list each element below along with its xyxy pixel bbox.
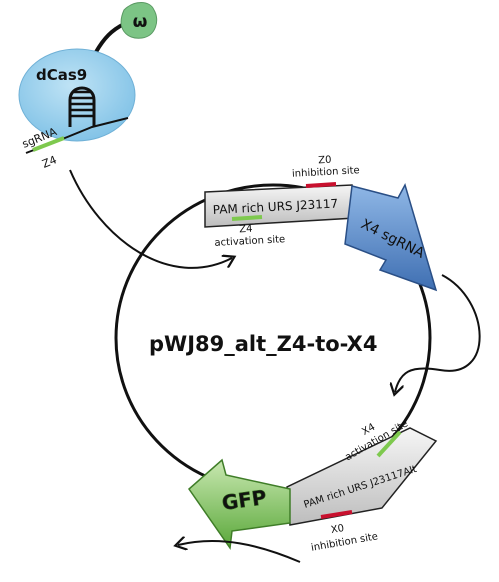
binding-arrow xyxy=(69,169,232,269)
z0-inhibition-label-1: Z0 xyxy=(318,155,332,167)
plasmid-name: pWJ89_alt_Z4-to-X4 xyxy=(149,332,377,356)
omega-subunit xyxy=(120,2,158,39)
sgrna-hairpin xyxy=(68,86,96,127)
bottom-inhibition-site xyxy=(320,510,353,519)
linker-line xyxy=(94,22,125,53)
gfp-gene: GFP xyxy=(188,458,291,551)
target-dna-z4 xyxy=(32,136,65,152)
x4-sgrna-gene: X4 sgRNA xyxy=(344,183,438,292)
omega-label: ω xyxy=(133,12,148,32)
hairpin-rungs xyxy=(71,90,93,118)
expression-arrow xyxy=(395,274,481,392)
z4-label: Z4 xyxy=(40,153,58,171)
dcas9-protein xyxy=(18,48,136,142)
x0-inhibition-label-2: inhibition site xyxy=(310,531,379,554)
z4-activation-label-2: activation site xyxy=(214,234,285,249)
bottom-activation-site xyxy=(376,430,402,458)
dcas9-label: dCas9 xyxy=(36,66,87,84)
z4-activation-label-1: Z4 xyxy=(239,224,253,236)
gfp-label: GFP xyxy=(220,485,268,515)
dcas9-complex: ω dCas9 sgRNA Z4 xyxy=(18,2,158,171)
top-promoter-label: PAM rich URS J23117 xyxy=(212,196,338,217)
x0-inhibition-label-1: X0 xyxy=(330,523,345,536)
top-activation-site xyxy=(231,215,263,221)
top-inhibition-site xyxy=(305,182,337,188)
top-promoter: PAM rich URS J23117 xyxy=(204,182,356,228)
z0-inhibition-label-2: inhibition site xyxy=(292,165,360,180)
output-arrow xyxy=(178,541,301,563)
